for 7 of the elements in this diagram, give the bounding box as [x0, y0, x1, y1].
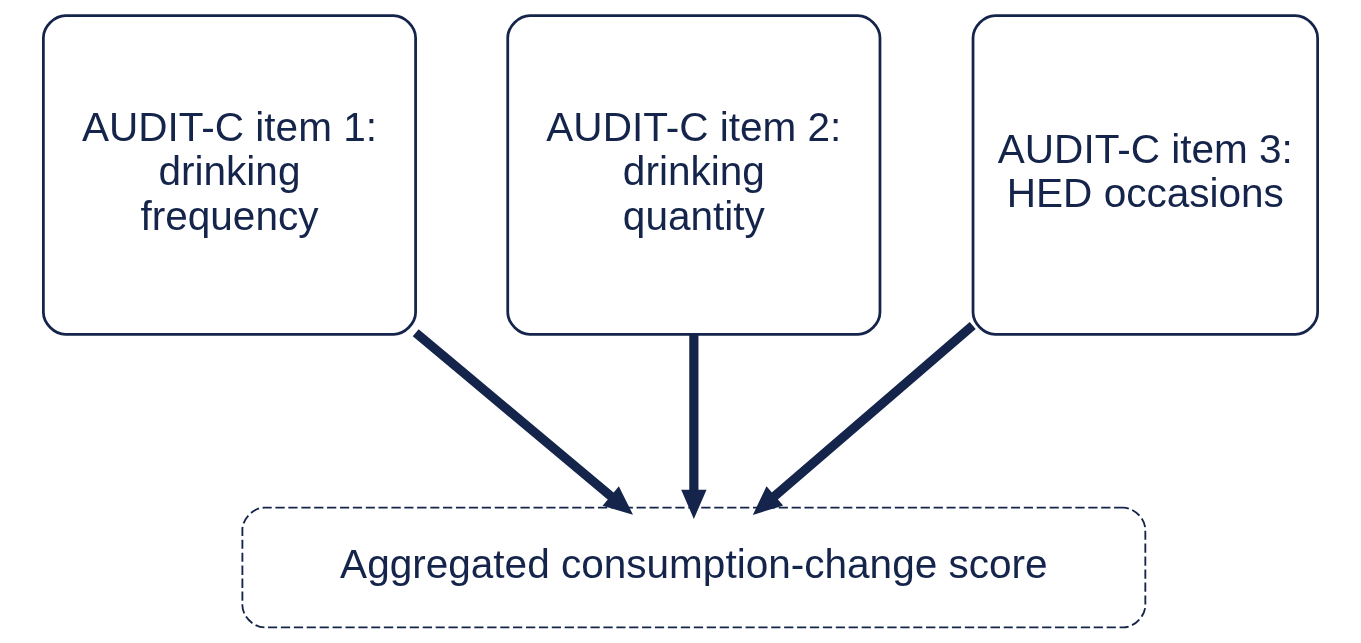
node-box: AUDIT-C item 3: HED occasions	[971, 14, 1319, 336]
arrow	[681, 334, 707, 519]
node-box: Aggregated consumption-change score	[241, 506, 1147, 629]
node-box: AUDIT-C item 1: drinking frequency	[42, 14, 417, 336]
node-box: AUDIT-C item 2: drinking quantity	[506, 14, 882, 336]
arrow	[752, 322, 976, 515]
arrow	[412, 329, 633, 515]
